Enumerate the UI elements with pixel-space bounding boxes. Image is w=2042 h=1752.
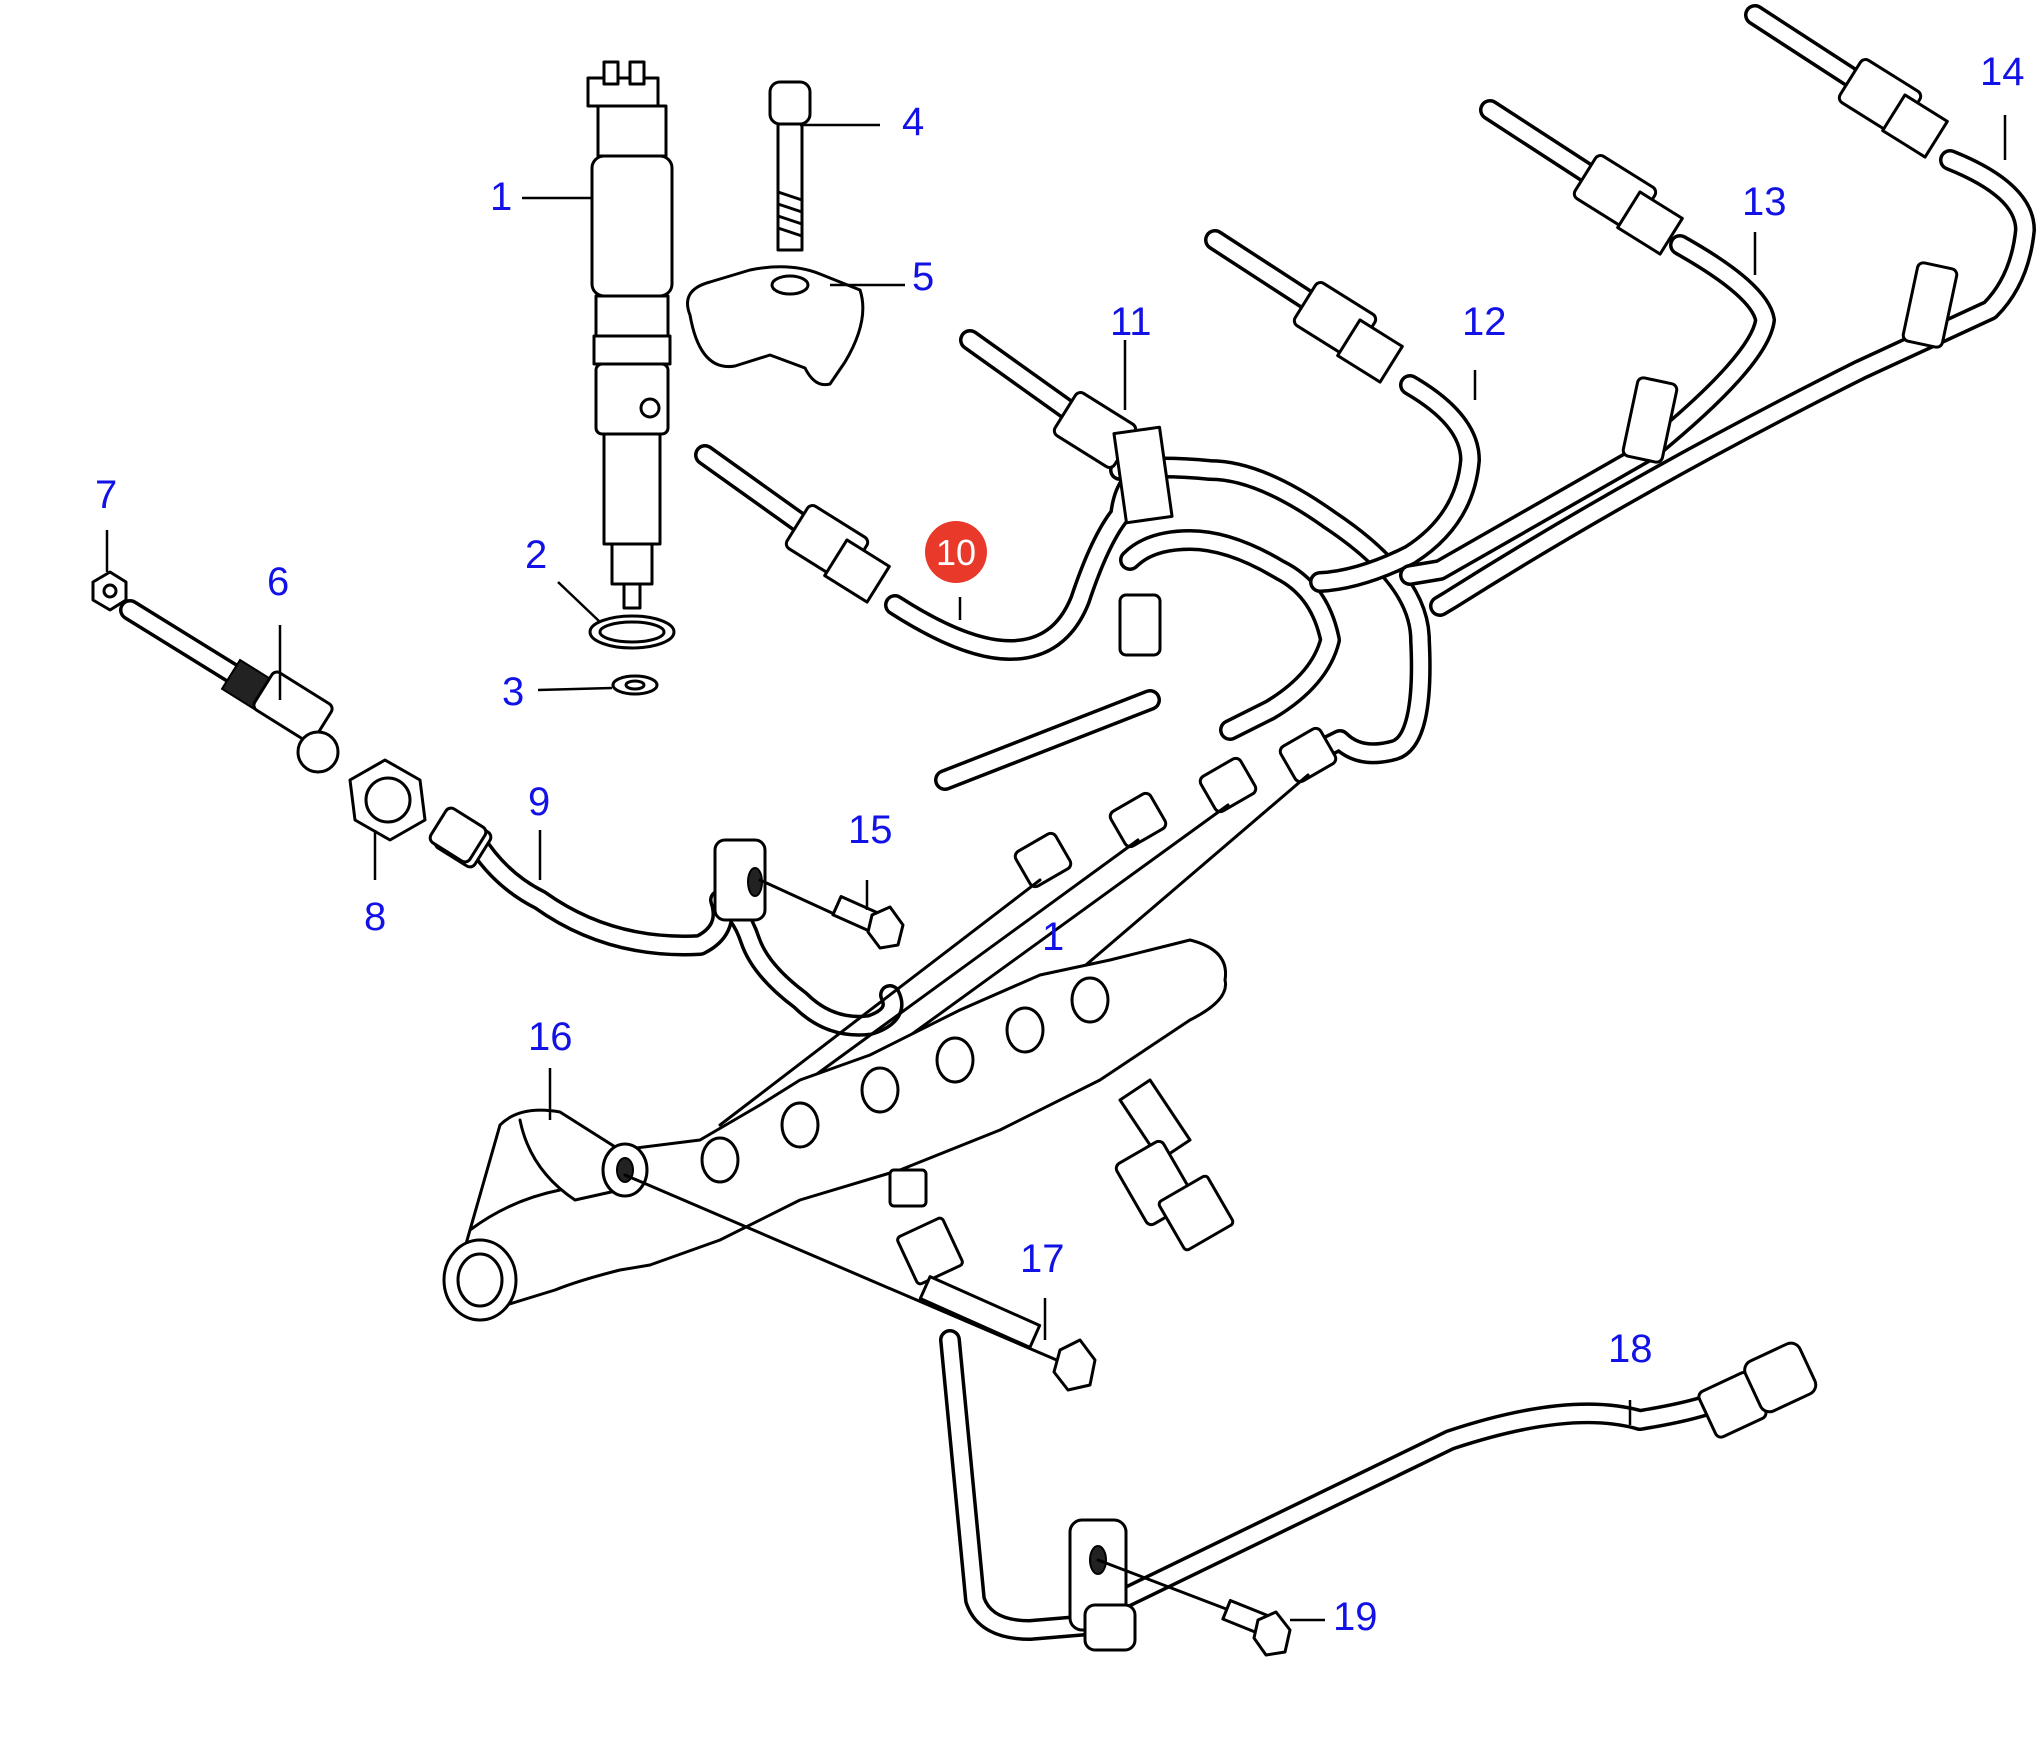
callout-12[interactable]: 12 [1462,300,1507,344]
callout-7[interactable]: 7 [95,473,117,517]
injector-stem-part-6[interactable] [119,599,340,774]
callout-9[interactable]: 9 [528,780,550,824]
callout-17[interactable]: 17 [1020,1237,1065,1281]
callout-10: 10 [936,532,976,573]
injector-part-1[interactable] [586,60,674,610]
injector-stem-part-10[interactable] [694,444,891,604]
callout-16[interactable]: 16 [528,1015,573,1059]
bolt-part-17[interactable] [623,1173,1097,1392]
callout-19[interactable]: 19 [1333,1595,1378,1639]
callout-1[interactable]: 1 [490,175,512,219]
callout-10-highlighted[interactable]: 10 [925,521,987,583]
rail-guide-lines [718,773,1310,1127]
washer-part-3[interactable] [611,674,659,696]
injector-stem-part-11[interactable] [959,329,1174,525]
injector-stem-part-14[interactable] [1744,4,1949,159]
pipe-9-end-fitting [428,806,488,864]
callout-4[interactable]: 4 [902,100,924,144]
callout-labels: 1 2 3 4 5 6 7 8 9 10 11 12 13 14 15 16 1… [95,50,2025,1639]
nut-part-7[interactable] [91,570,128,612]
callout-11[interactable]: 11 [1110,300,1152,344]
clamp-part-5[interactable] [686,265,865,387]
callout-18[interactable]: 18 [1608,1327,1653,1371]
callout-1-rail[interactable]: 1 [1042,915,1064,959]
common-rail-part-16[interactable] [442,938,1235,1322]
callout-8[interactable]: 8 [364,895,386,939]
pipe-brackets [713,261,1959,922]
pipe-18-end-fitting [1697,1341,1818,1439]
callout-14[interactable]: 14 [1980,50,2025,94]
callout-5[interactable]: 5 [912,255,934,299]
nut-part-8[interactable] [348,758,427,842]
pressure-pipes [464,149,2036,1641]
o-ring-part-2[interactable] [588,614,676,650]
injector-stem-part-13[interactable] [1479,99,1684,256]
callout-13[interactable]: 13 [1742,180,1787,224]
bolt-part-15[interactable] [758,878,905,950]
bracket-and-bolt-part-19[interactable] [1068,1518,1292,1657]
callout-3[interactable]: 3 [502,670,524,714]
injector-stem-part-12[interactable] [1204,229,1404,384]
callout-6[interactable]: 6 [267,560,289,604]
callout-2[interactable]: 2 [525,533,547,577]
callout-leader-lines [105,115,2007,1622]
screw-part-4[interactable] [768,80,812,252]
callout-15[interactable]: 15 [848,808,893,852]
